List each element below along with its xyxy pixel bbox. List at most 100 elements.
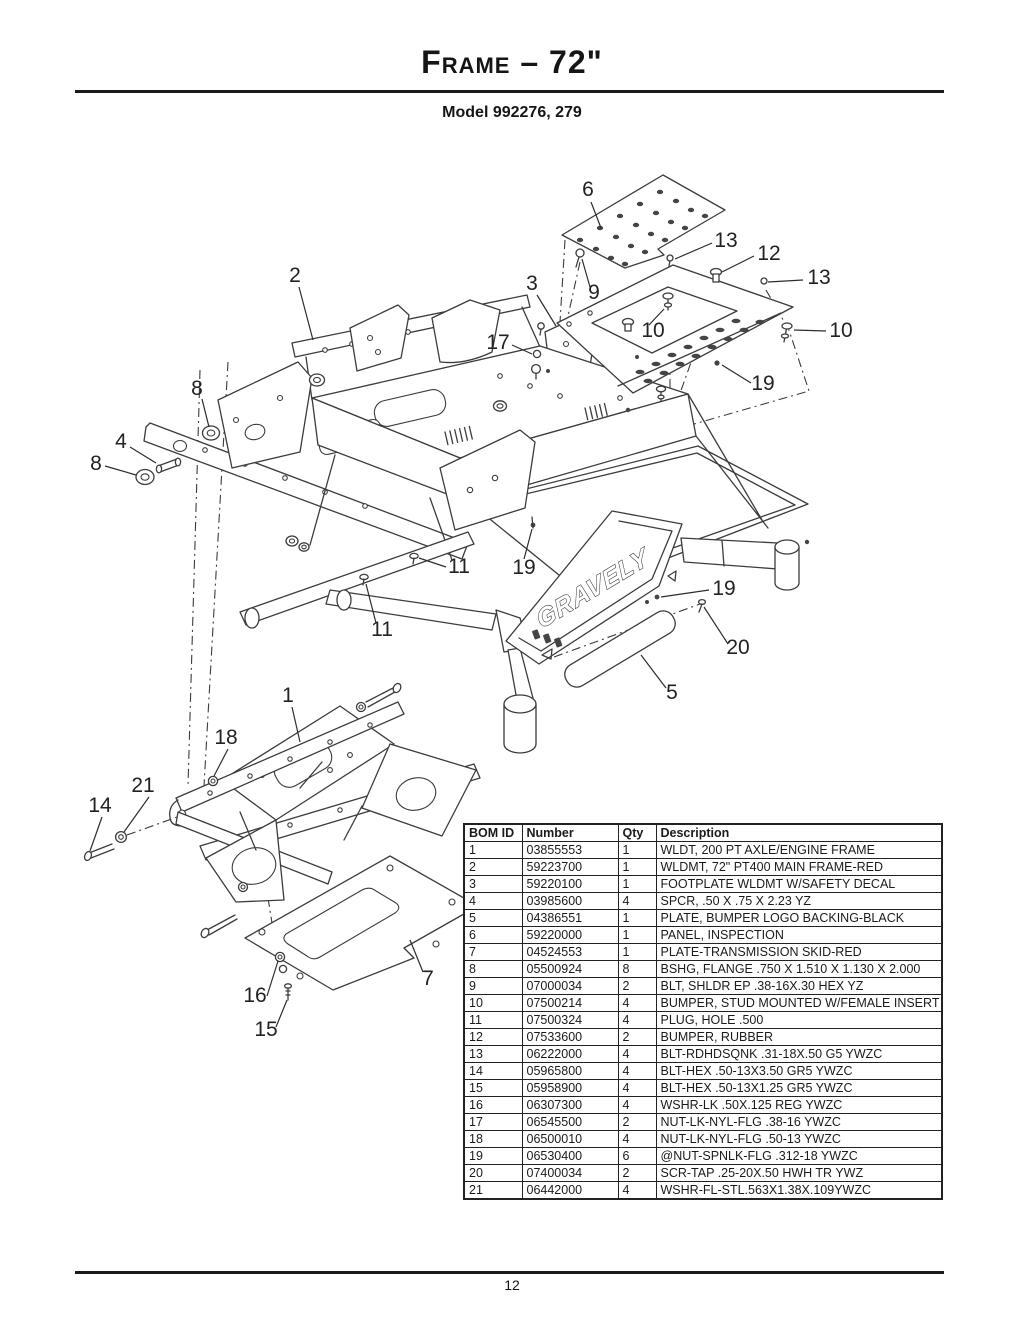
leader-line [767, 279, 804, 283]
cell-number: 03985600 [521, 892, 619, 910]
inspection-panel-drawing [561, 174, 726, 269]
leader-line [129, 446, 157, 464]
cell-id: 18 [463, 1130, 523, 1148]
cell-qty: 2 [617, 1164, 657, 1182]
leader-line [703, 606, 729, 645]
cell-number: 05965800 [521, 1062, 619, 1080]
cell-id: 13 [463, 1045, 523, 1063]
cell-id: 20 [463, 1164, 523, 1182]
leader-line [590, 201, 602, 229]
leader-line [201, 398, 210, 428]
cell-number: 59220100 [521, 875, 619, 893]
cell-number: 06442000 [521, 1181, 619, 1200]
callout-label: 3 [526, 272, 538, 295]
leader-line [721, 364, 752, 384]
axle-frame-drawing [169, 682, 481, 939]
cell-id: 4 [463, 892, 523, 910]
cell-qty: 1 [617, 943, 657, 961]
leader-line [275, 999, 288, 1028]
callout-label: 9 [588, 281, 600, 304]
cell-description: BLT, SHLDR EP .38-16X.30 HEX YZ [655, 977, 943, 995]
cell-description: SCR-TAP .25-20X.50 HWH TR YWZ [655, 1164, 943, 1182]
cell-description: FOOTPLATE WLDMT W/SAFETY DECAL [655, 875, 943, 893]
cell-description: WLDMT, 72" PT400 MAIN FRAME-RED [655, 858, 943, 876]
title-rule [75, 90, 944, 93]
model-subtitle: Model 992276, 279 [442, 104, 582, 121]
cell-id: 3 [463, 875, 523, 893]
cell-qty: 2 [617, 1113, 657, 1131]
page-title: Frame – 72" [0, 44, 1024, 81]
leader-line [266, 960, 279, 997]
cell-id: 12 [463, 1028, 523, 1046]
page-title-text: Frame – 72" [421, 44, 603, 80]
leader-line [123, 796, 150, 833]
cell-id: 10 [463, 994, 523, 1012]
cell-id: 8 [463, 960, 523, 978]
cell-qty: 4 [617, 994, 657, 1012]
callout-label: 18 [214, 726, 237, 749]
cell-qty: 4 [617, 1045, 657, 1063]
callout-label: 5 [666, 681, 678, 704]
cell-qty: 1 [617, 926, 657, 944]
callout-label: 15 [254, 1018, 277, 1041]
cell-qty: 4 [617, 1062, 657, 1080]
callout-label: 12 [757, 242, 780, 265]
cell-description: PLATE, BUMPER LOGO BACKING-BLACK [655, 909, 943, 927]
cell-number: 06307300 [521, 1096, 619, 1114]
cell-id: 7 [463, 943, 523, 961]
cell-description: PANEL, INSPECTION [655, 926, 943, 944]
cell-description: BLT-RDHDSQNK .31-18X.50 G5 YWZC [655, 1045, 943, 1063]
cell-qty: 1 [617, 841, 657, 859]
callout-label: 16 [243, 984, 266, 1007]
cell-qty: 1 [617, 909, 657, 927]
page-number: 12 [504, 1277, 520, 1293]
callout-label: 11 [371, 618, 393, 641]
leader-line [674, 242, 713, 260]
cell-id: 16 [463, 1096, 523, 1114]
footer-rule [75, 1271, 944, 1274]
cell-number: 59223700 [521, 858, 619, 876]
cell-number: 07500324 [521, 1011, 619, 1029]
leader-line [660, 589, 710, 598]
leader-line [291, 706, 301, 743]
callout-label: 14 [88, 794, 112, 817]
cell-number: 05958900 [521, 1079, 619, 1097]
leader-line [648, 308, 665, 326]
leader-line [213, 748, 229, 777]
leader-line [640, 654, 667, 689]
bumper-pad [564, 610, 676, 688]
callout-label: 20 [726, 636, 749, 659]
cell-description: @NUT-SPNLK-FLG .312-18 YWZC [655, 1147, 943, 1165]
leader-line [793, 329, 827, 332]
cell-number: 06222000 [521, 1045, 619, 1063]
cell-number: 59220000 [521, 926, 619, 944]
cell-number: 04524553 [521, 943, 619, 961]
leader-line [523, 528, 533, 560]
cell-id: 11 [463, 1011, 523, 1029]
leader-line [298, 286, 314, 341]
leader-line [581, 258, 591, 288]
callout-label: 13 [714, 229, 737, 252]
callout-label: 19 [512, 556, 535, 579]
callout-label: 8 [90, 452, 102, 475]
cell-qty: 4 [617, 1096, 657, 1114]
cell-id: 2 [463, 858, 523, 876]
cell-qty: 4 [617, 892, 657, 910]
cell-description: BLT-HEX .50-13X3.50 GR5 YWZC [655, 1062, 943, 1080]
